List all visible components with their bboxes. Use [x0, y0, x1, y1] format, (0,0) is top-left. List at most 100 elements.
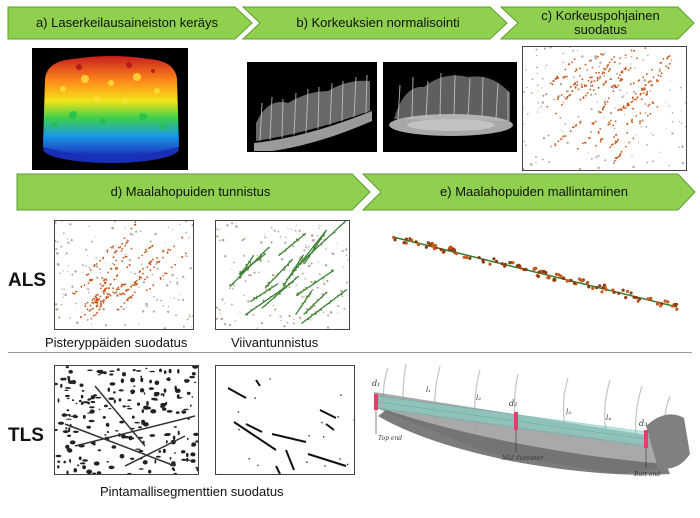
noise-point [616, 160, 618, 162]
log-point [128, 263, 131, 266]
fit-point [646, 297, 650, 301]
surface-segment [195, 440, 198, 443]
fit-point [604, 288, 608, 292]
noise-point [288, 270, 290, 272]
log-point [585, 94, 587, 97]
noise-point [85, 248, 88, 251]
noise-point [124, 227, 126, 229]
surface-segment [134, 421, 141, 424]
log-point [166, 252, 169, 254]
noise-point [671, 112, 674, 114]
log-point [640, 98, 643, 100]
noise-point [69, 223, 72, 226]
noise-point [337, 305, 340, 308]
fit-point [601, 286, 605, 290]
log-point [122, 256, 125, 259]
log-point [627, 102, 629, 105]
log-point [602, 71, 604, 74]
log-point [566, 95, 569, 98]
log-point [86, 301, 89, 304]
noise-point [111, 291, 114, 294]
noise-point [625, 56, 627, 59]
noise-point [233, 261, 235, 264]
log-point [561, 103, 563, 106]
noise-point [82, 264, 84, 267]
surface-segment [87, 369, 93, 372]
surface-segment [108, 397, 115, 400]
log-point [608, 61, 611, 64]
log-point [597, 131, 600, 134]
log-point [576, 147, 579, 150]
noise-point [659, 151, 661, 154]
log-point [574, 82, 576, 85]
log-point [632, 137, 635, 140]
noise-point [286, 321, 289, 324]
log-point [296, 294, 298, 297]
log-point [142, 267, 144, 270]
noise-point [62, 296, 64, 298]
noise-point [536, 72, 538, 74]
noise-point [178, 223, 181, 226]
noise-point [55, 239, 57, 243]
noise-point [154, 232, 157, 236]
noise-point [112, 247, 115, 249]
surface-segment [66, 448, 72, 452]
step-label-d: d) Maalahopuiden tunnistus [110, 184, 271, 199]
log-point [246, 264, 248, 267]
fit-point [572, 281, 576, 285]
log-point [120, 293, 123, 296]
surface-segment [140, 423, 145, 425]
noise-point [545, 92, 548, 96]
log-point [284, 250, 287, 252]
fit-point [416, 243, 420, 247]
noise-point [111, 226, 114, 230]
surface-segment [173, 426, 177, 428]
log-point [288, 246, 290, 249]
log-point [113, 278, 115, 281]
log-point [281, 288, 283, 291]
log-point [297, 239, 300, 241]
noise-point [56, 252, 59, 255]
noise-point [283, 325, 286, 328]
fit-point [532, 267, 536, 271]
log-point [300, 305, 302, 308]
log-point [144, 251, 146, 254]
noise-point [221, 238, 225, 242]
noise-point [178, 293, 180, 295]
surface-segment [88, 398, 95, 400]
noise-point [603, 116, 605, 118]
noise-point [224, 303, 226, 305]
surface-segment [140, 375, 143, 378]
surface-segment [90, 400, 96, 404]
noise-point [260, 322, 264, 325]
noise-point [243, 294, 246, 296]
noise-point [318, 224, 320, 226]
surface-segment [174, 385, 177, 391]
log-point [131, 284, 134, 286]
step-label-e: e) Maalahopuiden mallintaminen [440, 184, 628, 199]
log-point [151, 245, 154, 247]
fit-point [621, 288, 625, 292]
surface-segment [154, 391, 158, 395]
noise-point [189, 267, 192, 270]
surface-segment [162, 448, 166, 454]
log-point [616, 86, 618, 89]
noise-point [324, 263, 328, 267]
surface-segment [71, 399, 75, 402]
noise-point [659, 67, 661, 69]
noise-point [540, 105, 542, 108]
fit-point [465, 256, 469, 260]
log-point [667, 66, 670, 69]
filtered-segment [319, 409, 337, 419]
surface-segment [109, 370, 115, 372]
log-point [626, 122, 629, 125]
log-point [266, 289, 269, 291]
log-point [631, 96, 634, 99]
log-point [101, 285, 104, 288]
noise-point [66, 238, 69, 240]
noise-point [303, 296, 305, 298]
log-point [107, 296, 110, 299]
surface-segment [120, 474, 126, 475]
log-point [302, 233, 305, 236]
noise-point [188, 237, 190, 239]
